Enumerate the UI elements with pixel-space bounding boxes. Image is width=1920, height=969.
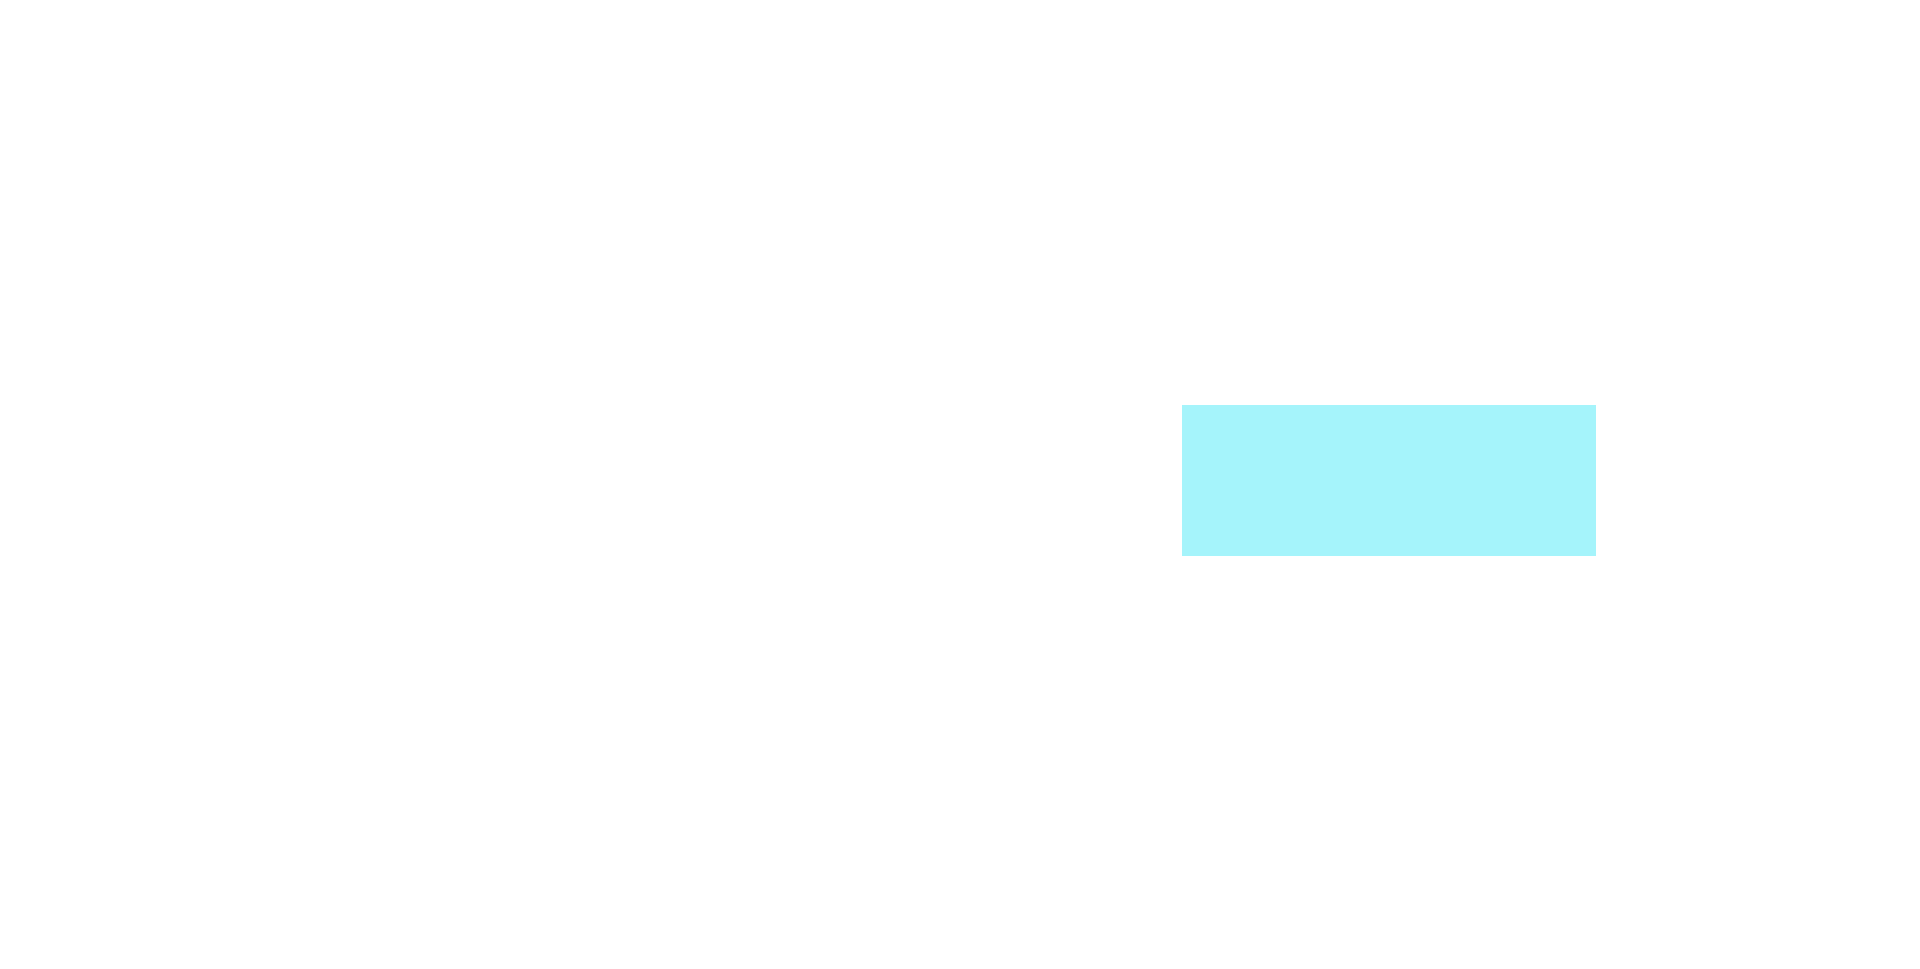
highlight-rectangle: [1182, 405, 1596, 556]
